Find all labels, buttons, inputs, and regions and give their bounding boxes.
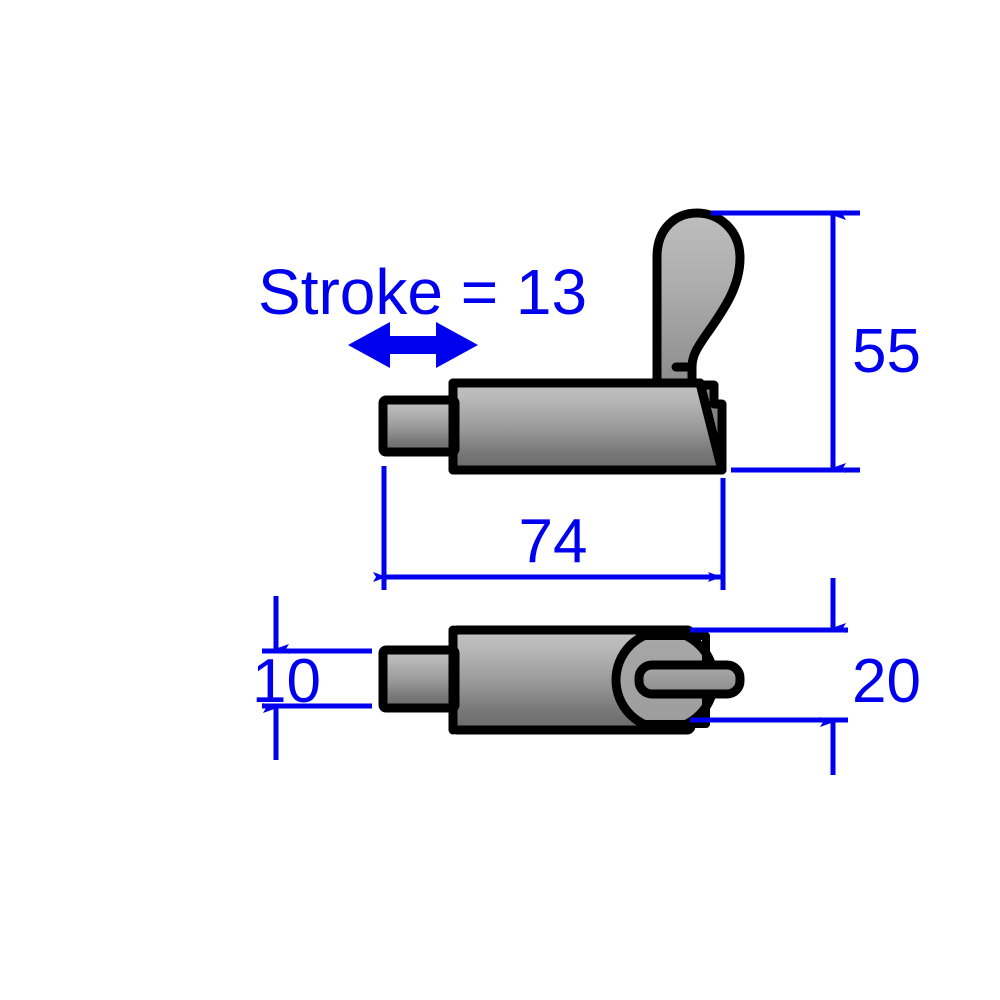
top-view (378, 625, 745, 735)
dimension-length-74: 74 (373, 466, 726, 590)
stroke-label: Stroke = 13 (258, 256, 587, 328)
dim-value-55: 55 (852, 317, 921, 386)
side-plunger (378, 395, 460, 457)
top-lever-slot (634, 660, 745, 699)
stroke-double-arrow (348, 322, 478, 368)
stroke-annotation: Stroke = 13 (258, 256, 587, 368)
dimension-body-20: 20 (690, 578, 921, 775)
side-plunger-outline (378, 395, 460, 457)
dimension-plunger-10: 10 (252, 596, 372, 760)
side-body-outline (448, 378, 727, 475)
dimension-height-55: 55 (711, 210, 921, 473)
side-view (378, 208, 745, 475)
side-body-chamfer-edge (695, 378, 727, 475)
side-body (448, 378, 727, 475)
top-plunger-outline (378, 645, 460, 713)
dim-value-10: 10 (252, 647, 321, 716)
dim-value-20: 20 (852, 647, 921, 716)
dim-value-74: 74 (519, 507, 588, 576)
